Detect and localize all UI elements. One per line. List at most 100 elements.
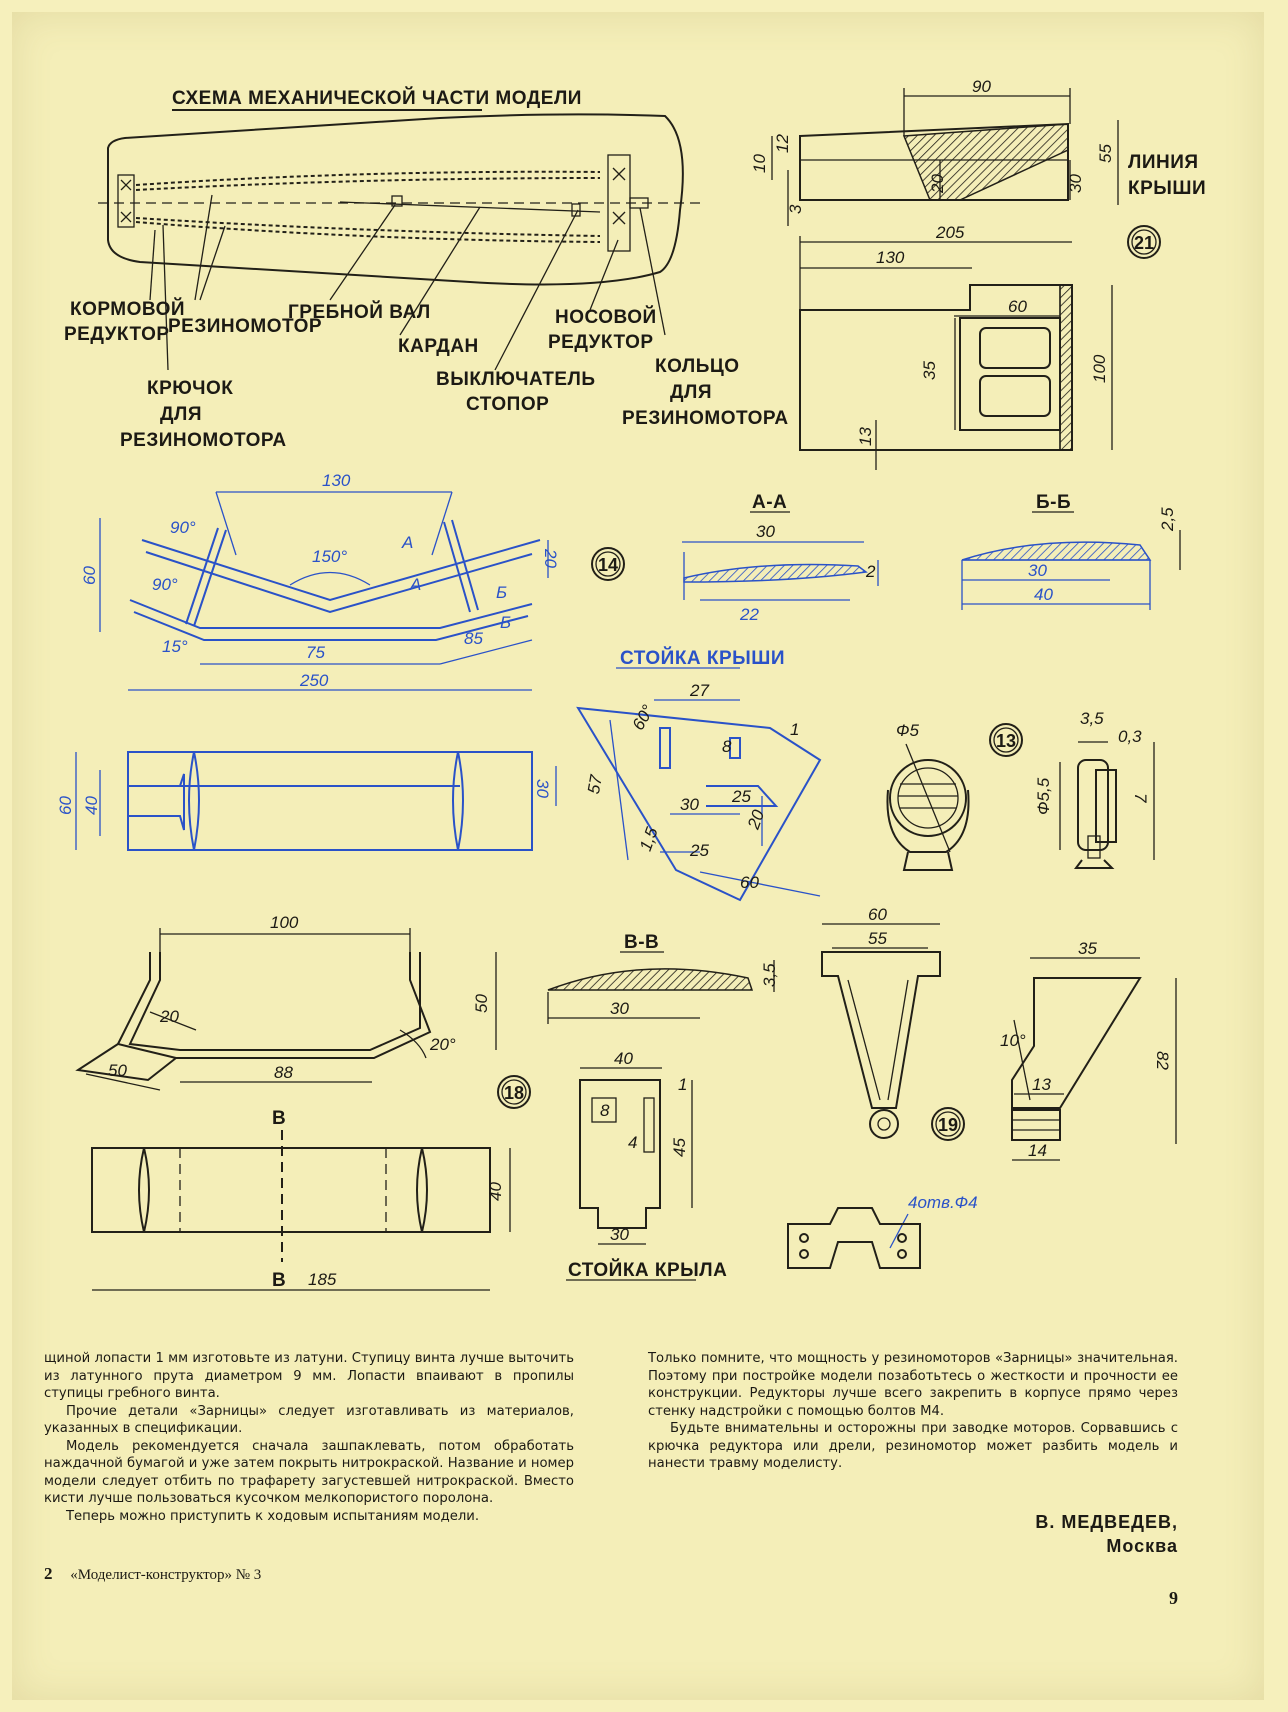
dim-100b: 100 [270,913,299,932]
left-page-number: 2 [44,1564,53,1583]
section-mark-a1: А [401,533,413,552]
dim-27: 27 [689,681,709,700]
wing-post-title: СТОЙКА КРЫЛА [568,1259,727,1281]
dim-35c: 3,5 [1080,709,1104,728]
dim-60c: 60 [56,796,75,815]
part-number-14: 14 [598,555,618,575]
part-14-frame: 130 150° 90° 90° 15° 60 20 75 85 250 А А… [80,471,625,691]
dim-50b: 50 [472,994,491,1013]
journal-title: «Моделист-конструктор» № 3 [70,1567,262,1583]
dim-88: 88 [274,1063,293,1082]
dim-82: 82 [1153,1051,1172,1070]
roof-line-2: КРЫШИ [1128,178,1206,199]
label-hook-3: РЕЗИНОМОТОРА [120,430,287,451]
part-number-21: 21 [1134,233,1154,253]
roof-line-1: ЛИНИЯ [1128,152,1199,173]
section-a-a: А-А 30 22 2 [682,492,879,624]
dim-03: 0,3 [1118,727,1142,746]
dim-25rp2: 25 [689,841,709,860]
dim-7: 7 [1131,793,1150,803]
paragraph-left-2: Прочие детали «Зарницы» следует изготавл… [44,1403,574,1437]
dim-1: 1 [790,720,799,739]
dim-22aa: 22 [739,605,759,624]
dim-85: 85 [464,629,483,648]
section-mark-a2: А [409,575,421,594]
dim-30aa: 30 [756,522,775,541]
part-18: 100 20 50 50 20° 88 18 В В 40 185 [75,913,531,1291]
angle-15: 15° [162,637,188,656]
dim-8rp: 8 [722,737,732,756]
article-text-left: щиной лопасти 1 мм изготовьте из латуни.… [44,1350,574,1525]
author-signature: В. МЕДВЕДЕВ, Москва [1035,1510,1178,1558]
angle-150: 150° [312,547,347,566]
svg-text:ДЛЯ: ДЛЯ [160,404,202,425]
fastener-bracket: 4отв.Ф4 [787,1193,978,1269]
label-switch-2: СТОПОР [466,394,549,415]
dim-60f: 60 [868,905,887,924]
dim-30a: 30 [1066,174,1085,193]
dim-30vv: 30 [610,999,629,1018]
paragraph-left-4: Теперь можно приступить к ходовым испыта… [66,1508,480,1524]
angle-90a: 90° [170,518,196,537]
dim-40bb: 40 [1034,585,1053,604]
dim-4w: 4 [628,1133,637,1152]
label-switch-1: ВЫКЛЮЧАТЕЛЬ [436,369,596,390]
dim-2aa: 2 [865,562,876,581]
label-ring-3: РЕЗИНОМОТОРА [622,408,789,429]
dim-35vv: 3,5 [760,963,779,987]
angle-20: 20° [429,1035,456,1054]
paragraph-left-3: Модель рекомендуется сначала зашпаклеват… [44,1438,574,1507]
svg-text:ВЫКЛЮЧАТЕЛЬ: ВЫКЛЮЧАТЕЛЬ [436,369,596,390]
right-page-number: 9 [1169,1588,1178,1608]
label-stern-gear-1: КОРМОВОЙ [70,298,185,320]
part-number-13: 13 [996,731,1016,751]
dim-55f: 55 [868,929,887,948]
roof-post-title: СТОЙКА КРЫШИ [620,647,785,669]
dim-40bot: 40 [486,1182,505,1201]
dim-35g: 35 [1078,939,1097,958]
dim-100a: 100 [1090,354,1109,383]
paragraph-right-2: Будьте внимательны и осторожны при завод… [648,1421,1178,1471]
svg-text:РЕДУКТОР: РЕДУКТОР [548,332,654,353]
roof-post: СТОЙКА КРЫШИ 27 8 60° 1 57 25 30 20 25 1… [576,647,822,902]
wing-post: 40 8 1 4 45 30 СТОЙКА КРЫЛА [566,1049,727,1281]
part-14-plan: 60 40 30 [56,751,557,851]
section-mark-b1: Б [496,583,507,602]
angle-10: 10° [1000,1031,1026,1050]
dim-60rp: 60 [740,873,759,892]
label-stern-gear-2: РЕДУКТОР [64,324,170,345]
dim-1w: 1 [678,1075,687,1094]
svg-text:СТОПОР: СТОПОР [466,394,549,415]
label-bow-gear-1: НОСОВОЙ [555,306,657,328]
section-b-b: Б-Б 30 40 2,5 [961,492,1181,610]
label-hook-1: КРЮЧОК [147,378,233,399]
dim-15rp: 1,5 [636,824,662,853]
label-hook-2: ДЛЯ [160,404,202,425]
dim-20a: 20 [928,174,947,194]
dim-57: 57 [584,773,606,795]
svg-text:КРЮЧОК: КРЮЧОК [147,378,233,399]
dim-30c: 30 [533,779,552,798]
dim-60b: 60 [80,566,99,585]
dim-20c: 20 [159,1007,179,1026]
svg-text:КОЛЬЦО: КОЛЬЦО [655,356,740,377]
label-ring-2: ДЛЯ [670,382,712,403]
section-mark-b2: Б [500,613,511,632]
label-bow-gear-2: РЕДУКТОР [548,332,654,353]
svg-text:РЕДУКТОР: РЕДУКТОР [64,324,170,345]
label-cardan: КАРДАН [398,336,479,357]
svg-text:ЛИНИЯ: ЛИНИЯ [1128,152,1199,173]
part-19: 60 55 19 35 10° 13 14 82 [821,905,1177,1161]
part-number-19: 19 [938,1115,958,1135]
dim-35a: 35 [920,361,939,380]
dim-40w: 40 [614,1049,633,1068]
footer-left: 2 «Моделист-конструктор» № 3 [44,1564,261,1584]
dim-3: 3 [786,204,805,214]
mechanical-scheme: СХЕМА МЕХАНИЧЕСКОЙ ЧАСТИ МОДЕЛИ [64,87,789,451]
dim-30rp: 30 [680,795,699,814]
angle-60: 60° [628,702,657,734]
dim-20b: 20 [541,548,560,568]
section-aa-title: А-А [752,492,787,513]
section-v-v: В-В 30 3,5 [547,932,779,1024]
